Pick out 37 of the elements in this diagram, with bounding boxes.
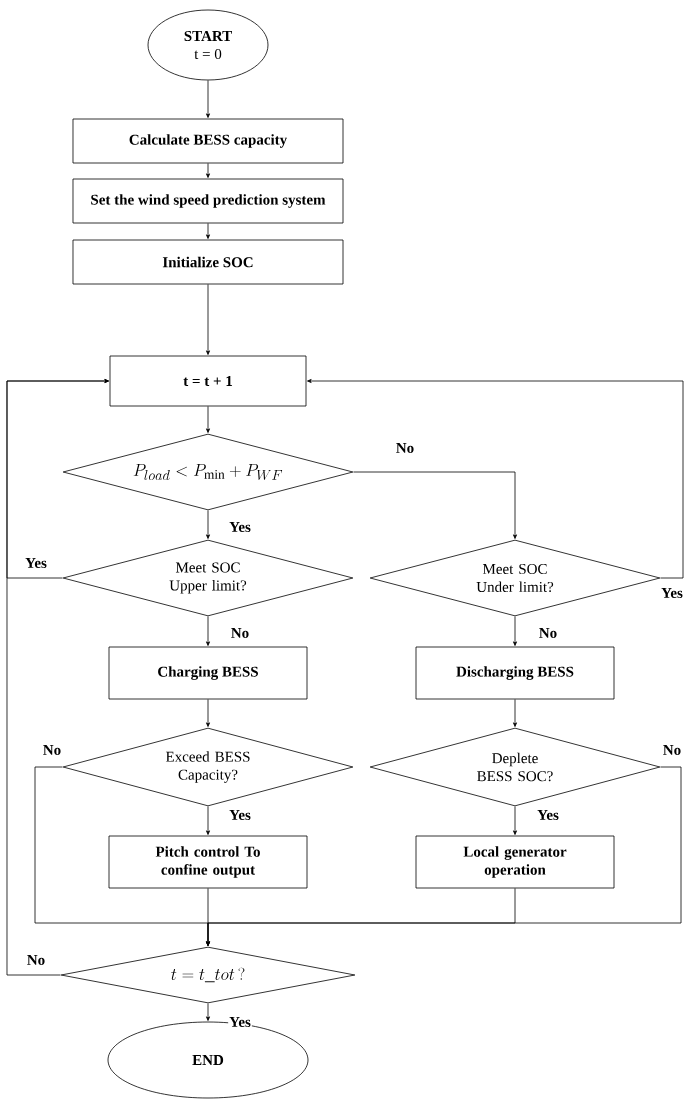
arrow xyxy=(206,223,210,239)
arrow xyxy=(206,284,210,355)
edge-label: Yes xyxy=(228,809,252,821)
edge-label: No xyxy=(537,627,559,639)
edge-label: No xyxy=(394,442,416,454)
arrow xyxy=(513,616,517,646)
arrow xyxy=(206,406,210,433)
edge-label: No xyxy=(229,627,251,639)
arrow xyxy=(206,80,210,118)
edge-label: No xyxy=(41,744,63,756)
arrow xyxy=(307,379,684,579)
arrow xyxy=(513,806,517,835)
arrow xyxy=(6,379,109,976)
edge-label: No xyxy=(661,744,683,756)
process-box: Pitch control To confine output xyxy=(108,835,308,889)
edge-label: Yes xyxy=(24,557,48,569)
arrow xyxy=(206,699,210,727)
arrow xyxy=(206,806,210,835)
process-box: Initialize SOC xyxy=(72,239,344,285)
arrow xyxy=(206,163,210,178)
arrow xyxy=(206,1003,210,1021)
arrow xyxy=(206,888,516,946)
edge-label: No xyxy=(25,954,47,966)
process-box: Charging BESS xyxy=(108,646,308,700)
arrow xyxy=(513,699,517,727)
edge-label: Yes xyxy=(660,587,684,599)
arrow xyxy=(206,616,210,646)
process-box: Local generator operation xyxy=(415,835,615,889)
process-box: Discharging BESS xyxy=(415,646,615,700)
edge-label: Yes xyxy=(536,809,560,821)
process-box: Calculate BESS capacity xyxy=(72,118,344,164)
edge-label: Yes xyxy=(228,521,252,533)
process-box: t = t + 1 xyxy=(109,355,307,407)
process-box: Set the wind speed prediction system xyxy=(72,178,344,224)
arrow xyxy=(353,471,517,539)
arrow xyxy=(206,510,210,539)
edge-label: Yes xyxy=(228,1016,252,1028)
